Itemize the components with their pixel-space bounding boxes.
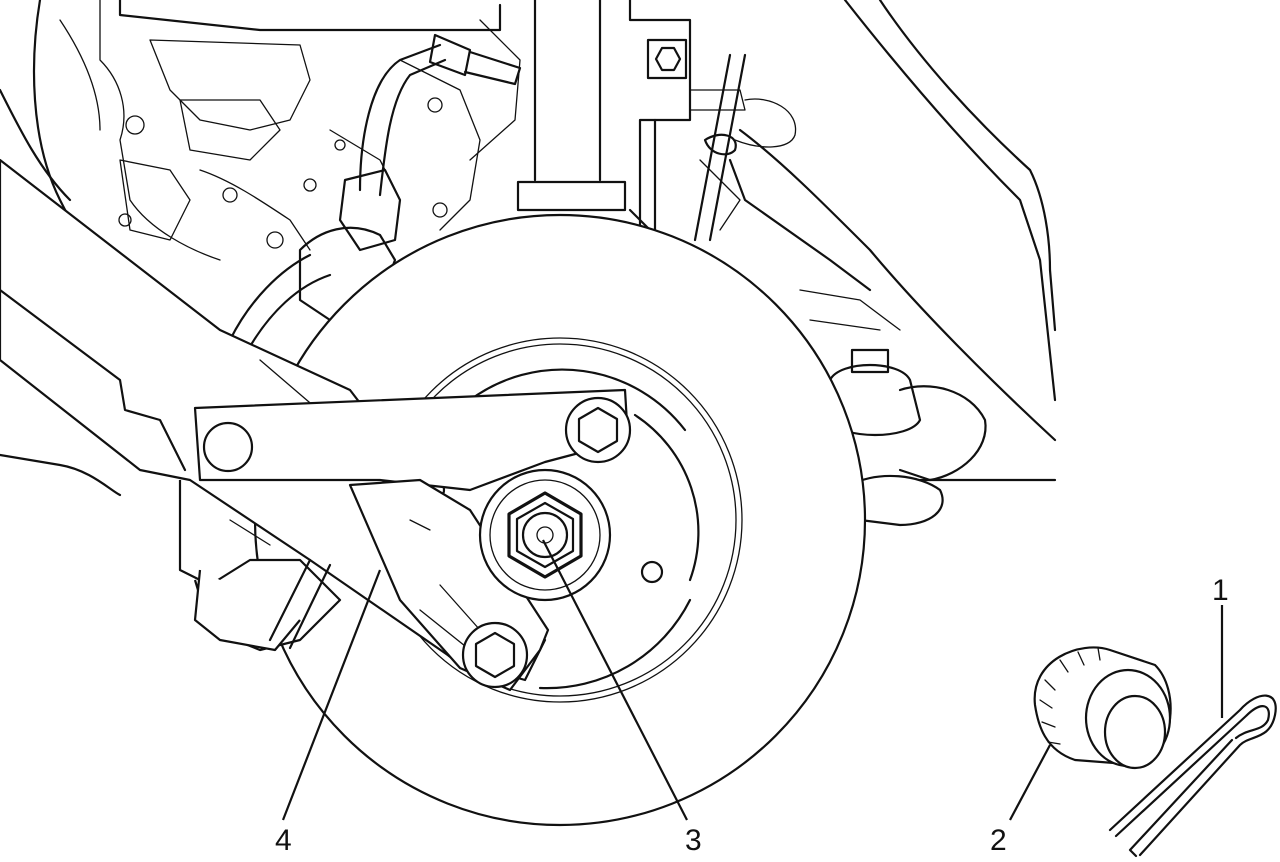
cotter-pin	[1108, 694, 1277, 858]
wheel-bolt-upper	[564, 396, 632, 464]
fender	[728, 0, 1057, 482]
lock-cap	[1033, 646, 1172, 770]
wheel-bolt-lower	[461, 621, 529, 689]
callout-leaders	[281, 539, 1224, 821]
leader-2	[1009, 744, 1051, 821]
leader-4	[281, 569, 382, 821]
callout-1: 1	[1212, 574, 1229, 607]
callout-labels: 1 2 3 4	[275, 574, 1229, 857]
callout-2: 2	[990, 824, 1007, 857]
callout-4: 4	[275, 824, 292, 857]
strut	[516, 0, 797, 242]
leader-3	[542, 539, 688, 821]
abs-sensor-cable	[228, 33, 522, 357]
callout-3: 3	[685, 824, 702, 857]
hub-nut	[478, 468, 612, 602]
